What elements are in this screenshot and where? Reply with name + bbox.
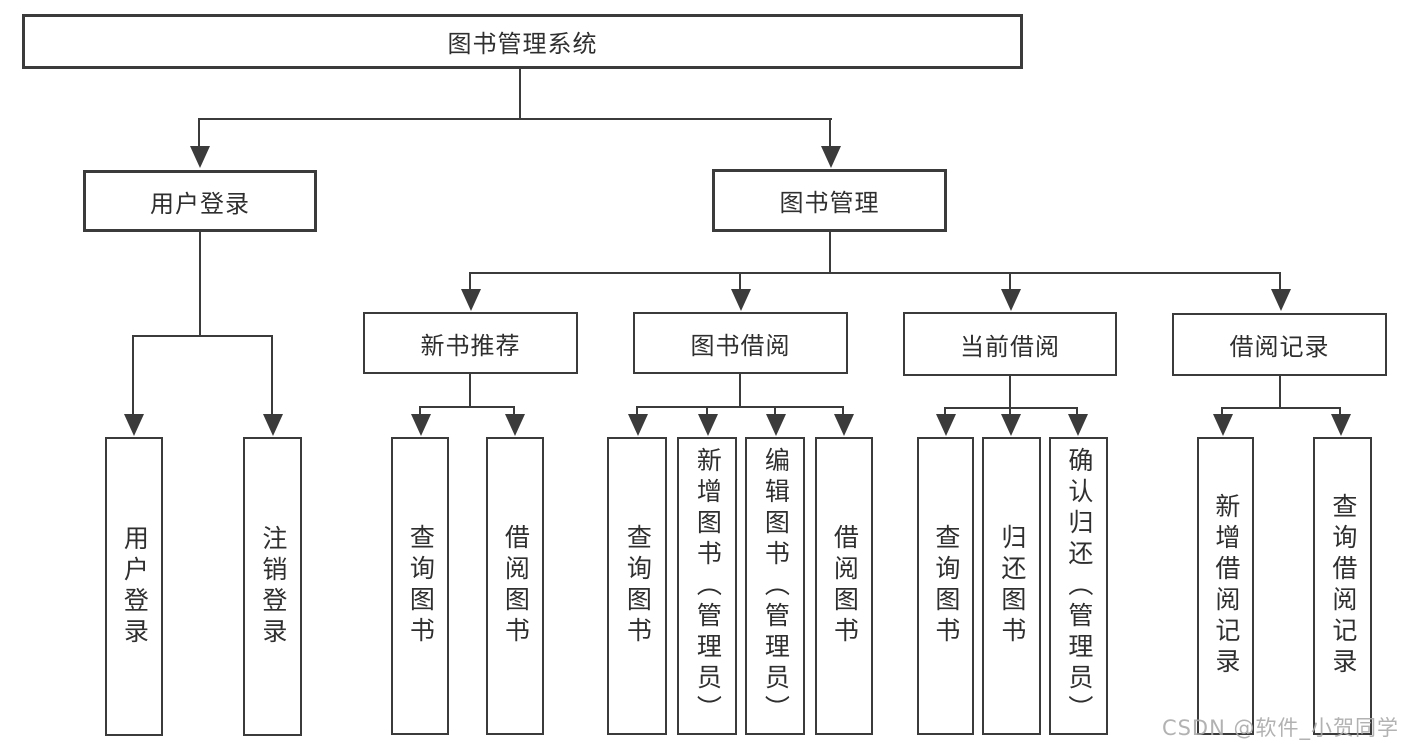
connector-bookmgmt-stub (829, 232, 831, 272)
node-book-management: 图书管理 (712, 169, 947, 232)
connector-currentborrow-branch (944, 407, 1078, 409)
node-current-borrowing: 当前借阅 (903, 312, 1117, 376)
connector-root-branch (198, 118, 832, 120)
leaf-confirm-return-admin: 确认归还（管理员） (1049, 437, 1108, 735)
connector-bookborrow-stub (739, 374, 741, 406)
connector-newbookrec-stub (469, 374, 471, 406)
leaf-return-books: 归还图书 (982, 437, 1041, 735)
arrow-down-icon (411, 414, 431, 436)
arrow-down-icon (936, 414, 956, 436)
connector-tail (1339, 407, 1341, 418)
arrow-down-icon (1001, 414, 1021, 436)
node-book-borrowing: 图书借阅 (633, 312, 848, 374)
connector-tail (1279, 272, 1281, 293)
connector-bookborrow-branch (636, 406, 844, 408)
connector-tail (469, 272, 471, 293)
node-new-book-recommendation: 新书推荐 (363, 312, 578, 374)
connector-tail (1009, 272, 1011, 293)
leaf-query-books-borrow: 查询图书 (607, 437, 667, 735)
connector-tail (132, 335, 134, 418)
arrow-down-icon (461, 289, 481, 311)
connector-userlogin-branch (132, 335, 273, 337)
connector-tail (706, 406, 708, 418)
arrow-down-icon (731, 289, 751, 311)
node-borrowing-records: 借阅记录 (1172, 313, 1387, 376)
arrow-down-icon (766, 414, 786, 436)
leaf-borrow-books: 借阅图书 (815, 437, 873, 735)
connector-tail (271, 335, 273, 418)
leaf-user-login: 用户登录 (105, 437, 163, 736)
leaf-query-borrow-record: 查询借阅记录 (1313, 437, 1372, 735)
connector-borrowrecords-branch (1221, 407, 1341, 409)
connector-currentborrow-stub (1009, 376, 1011, 407)
node-user-login: 用户登录 (83, 170, 317, 232)
arrow-down-icon (505, 414, 525, 436)
leaf-edit-books-admin: 编辑图书（管理员） (745, 437, 805, 735)
connector-tail (739, 272, 741, 293)
arrow-down-icon (1331, 414, 1351, 436)
arrow-down-icon (1213, 414, 1233, 436)
connector-tail (198, 118, 200, 150)
connector-tail (1009, 407, 1011, 418)
leaf-query-books-rec: 查询图书 (391, 437, 449, 735)
leaf-query-books-current: 查询图书 (917, 437, 974, 735)
connector-newbookrec-branch (419, 406, 515, 408)
arrow-down-icon (1271, 289, 1291, 311)
connector-tail (513, 406, 515, 418)
connector-tail (419, 406, 421, 418)
node-library-management-system: 图书管理系统 (22, 14, 1023, 69)
connector-tail (944, 407, 946, 418)
arrow-down-icon (628, 414, 648, 436)
connector-tail (829, 118, 831, 150)
csdn-watermark: CSDN @软件_小贺同学 (1161, 716, 1399, 740)
leaf-borrow-books-rec: 借阅图书 (486, 437, 544, 735)
arrow-down-icon (1001, 289, 1021, 311)
connector-root-stub (519, 68, 521, 118)
connector-userlogin-stub (199, 232, 201, 335)
arrow-down-icon (821, 146, 841, 168)
connector-tail (842, 406, 844, 418)
connector-tail (774, 406, 776, 418)
arrow-down-icon (834, 414, 854, 436)
arrow-down-icon (124, 414, 144, 436)
connector-bookmgmt-branch (469, 272, 1281, 274)
arrow-down-icon (190, 146, 210, 168)
connector-borrowrecords-stub (1279, 376, 1281, 407)
arrow-down-icon (263, 414, 283, 436)
connector-tail (1076, 407, 1078, 418)
connector-tail (1221, 407, 1223, 418)
arrow-down-icon (698, 414, 718, 436)
leaf-logout: 注销登录 (243, 437, 302, 736)
connector-tail (636, 406, 638, 418)
leaf-add-borrow-record: 新增借阅记录 (1197, 437, 1254, 735)
leaf-add-books-admin: 新增图书（管理员） (677, 437, 737, 735)
arrow-down-icon (1068, 414, 1088, 436)
